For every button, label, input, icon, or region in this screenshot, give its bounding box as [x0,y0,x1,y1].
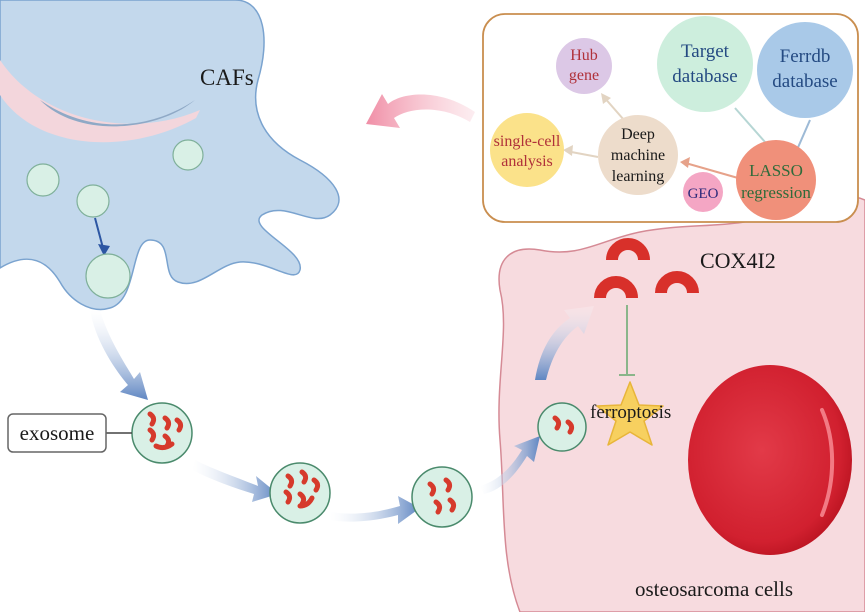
vesicle [76,184,110,218]
geo-node [683,172,723,212]
caf-cell [0,0,340,311]
ferroptosis-label: ferroptosis [590,402,671,423]
connector-lasso-deep [681,161,739,179]
exosome-3 [411,466,473,528]
exosome-2 [269,462,331,524]
release-arrowhead [98,244,110,256]
caf-nucleus-band [40,100,195,127]
osteosarcoma-label: osteosarcoma cells [635,577,793,601]
target-database-line1: Target [681,41,730,62]
lasso-node [736,140,816,220]
cox4i2-proteins [594,238,699,299]
pink-arrow [366,94,475,128]
cox4i2-label: COX4I2 [700,248,776,273]
target-database-line2: database [672,66,737,87]
geo-label: GEO [688,186,719,202]
deep-learning-node [598,115,678,195]
ferrdb-database-line2: database [772,71,837,92]
deep-learning-line2: machine [611,147,665,164]
lasso-line2: regression [741,183,811,202]
tumor-nucleus [688,365,852,555]
nucleus-highlight [820,408,835,517]
vesicle [26,163,60,197]
caf-nucleus [0,60,200,143]
arrowhead-deep [680,157,690,168]
deep-learning-line3: learning [612,168,664,185]
flow-arrow-3 [330,496,420,524]
release-arrow [94,217,104,249]
exosome-label: exosome [20,421,95,445]
arrowhead-singlecell [563,145,573,156]
hub-gene-line1: Hub [570,47,598,64]
single-cell-line2: analysis [501,153,553,170]
hub-gene-line2: gene [569,67,599,84]
ferrdb-database-node [757,22,853,118]
lasso-line1: LASSO [749,161,803,180]
cafs-label: CAFs [200,65,254,90]
hub-gene-node [556,38,612,94]
exosome-4 [537,402,587,452]
target-database-node [657,16,753,112]
exosome-label-box [7,413,107,453]
flow-arrow-1 [90,310,148,400]
single-cell-line1: single-cell [494,133,561,150]
ferrdb-database-line1: Ferrdb [780,46,831,67]
ferroptosis-star [596,381,664,446]
arrowhead-hub [601,93,611,104]
flow-arrow-4 [480,436,540,494]
single-cell-node [490,113,564,187]
released-vesicle [85,253,131,299]
connector-ferrdb-lasso [795,119,811,153]
flow-arrow-2 [192,460,278,502]
flow-arrow-5 [535,306,594,380]
deep-learning-line1: Deep [621,126,655,143]
vesicle [172,139,204,171]
exosome-1 [131,402,193,464]
